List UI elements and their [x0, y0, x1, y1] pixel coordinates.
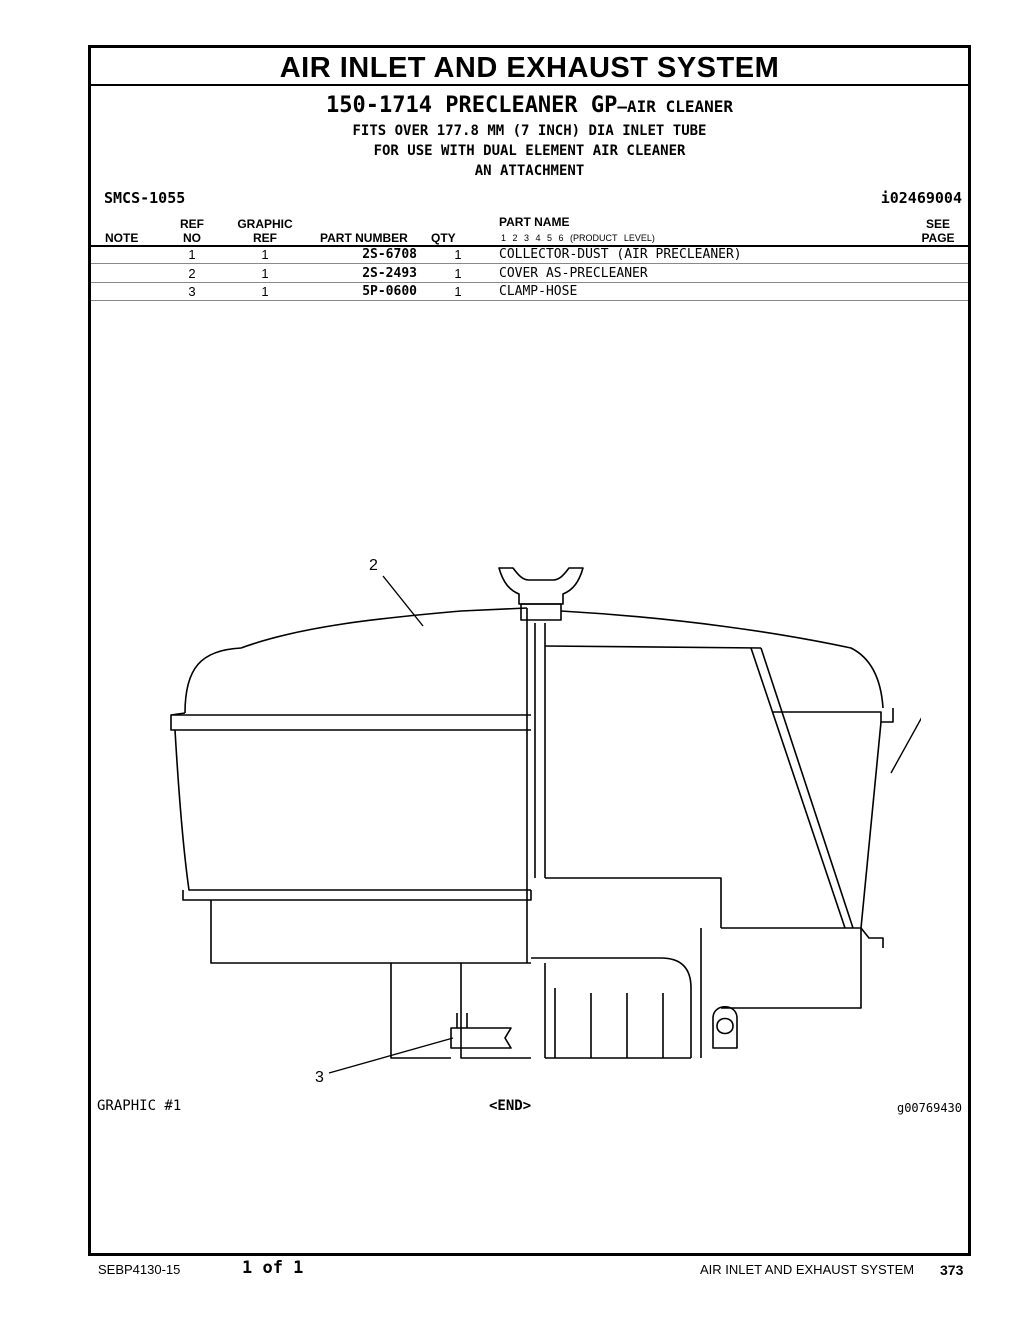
- row-qty: 1: [454, 247, 462, 262]
- leader-line-2: [382, 575, 424, 627]
- col-see-top: SEE: [925, 217, 950, 231]
- cone-inner: [750, 647, 846, 929]
- row-part-name: COLLECTOR-DUST (AIR PRECLEANER): [499, 247, 742, 262]
- row-part-name: CLAMP-HOSE: [499, 284, 578, 299]
- collector-top: [544, 645, 762, 649]
- group-number: 150-1714: [326, 93, 432, 118]
- graphic-label: GRAPHIC #1: [97, 1098, 182, 1114]
- outlet-tube: [721, 927, 862, 1009]
- wing-nut-hub: [520, 603, 562, 621]
- bowl-base-band: [182, 890, 532, 901]
- cover-dome-outline: [184, 607, 528, 714]
- row-qty: 1: [454, 284, 462, 299]
- graphic-id: g00769430: [896, 1101, 962, 1115]
- callout-3: 3: [315, 1069, 324, 1086]
- description-line-2: FOR USE WITH DUAL ELEMENT AIR CLEANER: [373, 143, 686, 159]
- inlet-fins: [554, 988, 664, 1058]
- col-qty: QTY: [431, 231, 456, 245]
- row-part-number: 5P-0600: [362, 284, 417, 299]
- smcs-code: SMCS-1055: [104, 189, 186, 207]
- row-part-name: COVER AS-PRECLEANER: [499, 266, 648, 281]
- leader-line-3: [328, 1037, 454, 1074]
- row-graphic: 1: [261, 284, 269, 299]
- group-heading: 150-1714 PRECLEANER GP—AIR CLEANER FITS …: [91, 92, 968, 181]
- row-ref: 3: [188, 284, 196, 299]
- end-marker: <END>: [489, 1098, 532, 1114]
- system-title-bar: AIR INLET AND EXHAUST SYSTEM: [91, 48, 968, 86]
- hose-clamp-left: [450, 1027, 512, 1049]
- collector-rim: [773, 708, 894, 723]
- col-graphic-bottom: REF: [253, 231, 277, 245]
- row-ref: 2: [188, 266, 196, 281]
- cover-rim: [170, 712, 531, 731]
- col-graphic-top: GRAPHIC: [237, 217, 293, 231]
- col-ref-bottom: NO: [183, 231, 201, 245]
- col-product-levels: 1 2 3 4 5 6 (PRODUCT LEVEL): [501, 233, 655, 243]
- section-name: AIR INLET AND EXHAUST SYSTEM: [700, 1262, 915, 1277]
- bowl-lower-body: [210, 900, 531, 964]
- group-title: 150-1714 PRECLEANER GP—AIR CLEANER: [91, 92, 968, 121]
- row-part-number: 2S-6708: [362, 247, 417, 262]
- outlet-flange: [701, 877, 722, 928]
- col-see-bottom: PAGE: [921, 231, 955, 245]
- row-graphic: 1: [261, 247, 269, 262]
- row-ref: 1: [188, 247, 196, 262]
- table-header-rule: [91, 245, 968, 247]
- parts-page-frame: AIR INLET AND EXHAUST SYSTEM 150-1714 PR…: [88, 45, 971, 1256]
- row-divider: [91, 300, 968, 301]
- leader-line-1: [890, 717, 921, 774]
- hose-clamp-bolt: [456, 1013, 468, 1028]
- description-line-3: AN ATTACHMENT: [474, 163, 585, 179]
- row-qty: 1: [454, 266, 462, 281]
- group-name: PRECLEANER GP: [445, 93, 618, 118]
- bowl-left-side: [174, 729, 531, 891]
- col-part-number: PART NUMBER: [320, 231, 408, 245]
- row-divider: [91, 263, 968, 264]
- inlet-elbow: [531, 957, 692, 1058]
- row-divider: [91, 282, 968, 283]
- row-part-number: 2S-2493: [362, 266, 417, 281]
- description-line-1: FITS OVER 177.8 MM (7 INCH) DIA INLET TU…: [352, 123, 707, 139]
- callout-2: 2: [369, 557, 378, 574]
- cone-outer: [760, 647, 854, 929]
- row-graphic: 1: [261, 266, 269, 281]
- cover-right-dome: [560, 610, 884, 709]
- col-note: NOTE: [105, 231, 139, 245]
- illustration-id: i02469004: [880, 189, 962, 207]
- hose-clamp-screw: [716, 1017, 734, 1035]
- page-of: 1 of 1: [242, 1258, 304, 1278]
- system-title: AIR INLET AND EXHAUST SYSTEM: [279, 52, 780, 84]
- page-number: 373: [940, 1262, 964, 1278]
- collector-right-wall: [860, 721, 884, 948]
- bowl-lower-fins: [390, 963, 531, 1059]
- document-number: SEBP4130-15: [98, 1262, 181, 1277]
- hose-clamp-right: [712, 1005, 738, 1049]
- col-part-name: PART NAME: [499, 215, 570, 229]
- col-ref-top: REF: [180, 217, 204, 231]
- group-suffix: —AIR CLEANER: [617, 97, 733, 116]
- wing-nut: [498, 567, 584, 605]
- precleaner-drawing: 2 1 3: [170, 557, 921, 1086]
